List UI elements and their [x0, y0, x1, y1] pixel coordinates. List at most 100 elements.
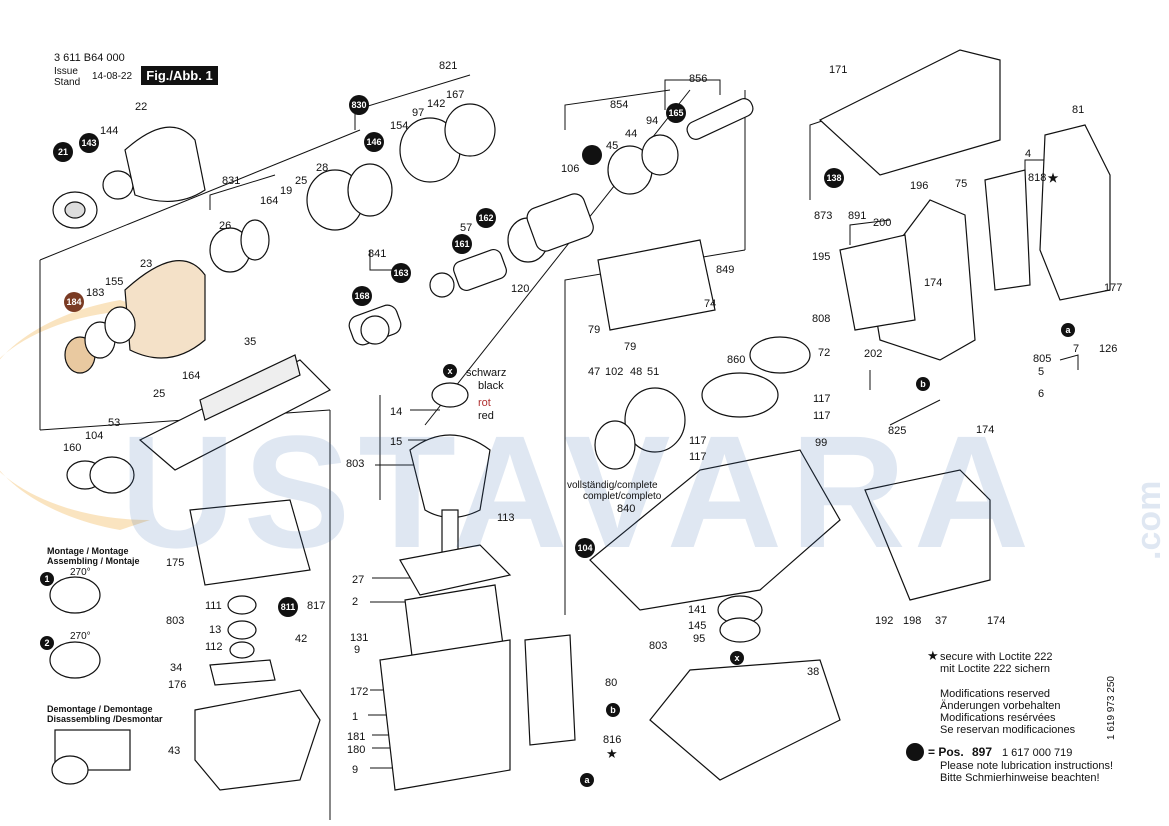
part-label: 141 — [688, 604, 707, 616]
part-74-bracket — [597, 239, 716, 331]
part-22-cone — [124, 126, 206, 203]
part-label: 192 — [875, 615, 894, 627]
issue-label: Issue — [54, 66, 78, 77]
disassembly-heading: Demontage / Demontage — [47, 704, 153, 714]
modification-note: Modifications resérvées — [940, 712, 1056, 724]
part-37-plate — [864, 469, 991, 601]
connection-marker-b: b — [606, 703, 620, 717]
loctite-note: secure with Loctite 222 — [940, 651, 1053, 663]
part-1-motor-housing — [379, 639, 511, 791]
part-label: 155 — [105, 276, 124, 288]
part-label: 891 — [848, 210, 867, 222]
part-38-cover — [649, 659, 841, 781]
part-label: 26 — [219, 220, 232, 232]
lubrication-callout: 184 — [64, 292, 84, 312]
part-label: 42 — [295, 633, 308, 645]
part-label: 9 — [354, 644, 361, 656]
lubrication-callout: 161 — [452, 234, 472, 254]
part-label: 180 — [347, 744, 366, 756]
part-23-housing — [124, 260, 206, 359]
part-label: 120 — [511, 283, 530, 295]
part-label: 821 — [439, 60, 458, 72]
part-label: 808 — [812, 313, 831, 325]
part-811-brush-holder — [189, 499, 311, 586]
part-43-cover — [194, 689, 321, 791]
rotation-angle: 270° — [70, 567, 91, 578]
part-label: 164 — [182, 370, 201, 382]
lubrication-note: Bitte Schmierhinweise beachten! — [940, 772, 1100, 784]
part-label: 74 — [704, 298, 717, 310]
part-label: 79 — [588, 324, 601, 336]
wire-label: black — [478, 380, 504, 392]
modification-note: Se reservan modificaciones — [940, 724, 1076, 736]
wire-label: schwarz — [466, 367, 507, 379]
part-label: 860 — [727, 354, 746, 366]
part-label: 117 — [689, 451, 707, 463]
rotation-angle: 270° — [70, 631, 91, 642]
part-label: 831 — [222, 175, 241, 187]
modification-note: Modifications reserved — [940, 688, 1051, 700]
part-label: 803 — [166, 615, 185, 627]
part-label: 13 — [209, 624, 222, 636]
lubrication-callout — [582, 145, 602, 165]
part-label: 172 — [350, 686, 369, 698]
watermark-side: .com — [1130, 480, 1168, 560]
disassembly-heading: Disassembling /Desmontar — [47, 714, 163, 724]
part-label: 198 — [903, 615, 922, 627]
part-label: 22 — [135, 101, 148, 113]
part-label: 19 — [280, 185, 293, 197]
step-number: 2 — [40, 636, 54, 650]
part-15-armature — [409, 434, 491, 519]
part-label: 47 — [588, 366, 601, 378]
part-label: 37 — [935, 615, 948, 627]
part-label: 803 — [649, 640, 668, 652]
part-label: 167 — [446, 89, 465, 101]
part-label: 195 — [812, 251, 831, 263]
part-label: 142 — [427, 98, 446, 110]
part-label: 1 — [352, 711, 359, 723]
part-label: 117 — [813, 393, 831, 405]
part-label: 154 — [390, 120, 409, 132]
lubrication-note: Please note lubrication instructions! — [940, 760, 1114, 772]
connection-marker-a: a — [1061, 323, 1075, 337]
lubrication-callout: 146 — [364, 132, 384, 152]
connection-marker-x: x — [730, 651, 744, 665]
part-label: 53 — [108, 417, 121, 429]
lubrication-callout: 163 — [391, 263, 411, 283]
part-label: 28 — [316, 162, 329, 174]
part-label: 44 — [625, 128, 638, 140]
part-label: 117 — [813, 410, 831, 422]
part-label: 849 — [716, 264, 735, 276]
part-label: 99 — [815, 437, 828, 449]
lubrication-callout: 143 — [79, 133, 99, 153]
part-label: 6 — [1038, 388, 1045, 400]
part-label: 126 — [1099, 343, 1118, 355]
part-label: 803 — [346, 458, 365, 470]
figure-label: Fig./Abb. 1 — [141, 66, 218, 85]
part-label: 79 — [624, 341, 637, 353]
part-label: 14 — [390, 406, 403, 418]
part-label: 113 — [497, 512, 515, 524]
connection-marker-b: b — [916, 377, 930, 391]
complete-label: vollständig/complete — [567, 480, 658, 491]
part-label: 23 — [140, 258, 153, 270]
watermark-text: USTAVARA — [120, 402, 1038, 581]
part-label: 51 — [647, 366, 660, 378]
part-81-handle — [1039, 124, 1111, 301]
part-label: 856 — [689, 73, 708, 85]
complete-label: complet/completo — [583, 491, 662, 502]
part-label: 25 — [295, 175, 308, 187]
part-label: 174 — [924, 277, 943, 289]
connection-marker-x: x — [443, 364, 457, 378]
part-label: 176 — [168, 679, 187, 691]
part-label: 27 — [352, 574, 365, 586]
loctite-star-icon: ★ — [1047, 171, 1059, 185]
lubrication-callout: 811 — [278, 597, 298, 617]
pos-label: = Pos. — [928, 745, 964, 759]
part-label: 805 — [1033, 353, 1052, 365]
part-label: 112 — [205, 641, 223, 653]
part-label: 111 — [205, 600, 222, 612]
part-label: 2 — [352, 596, 359, 608]
lubrication-dot-icon — [906, 743, 924, 761]
